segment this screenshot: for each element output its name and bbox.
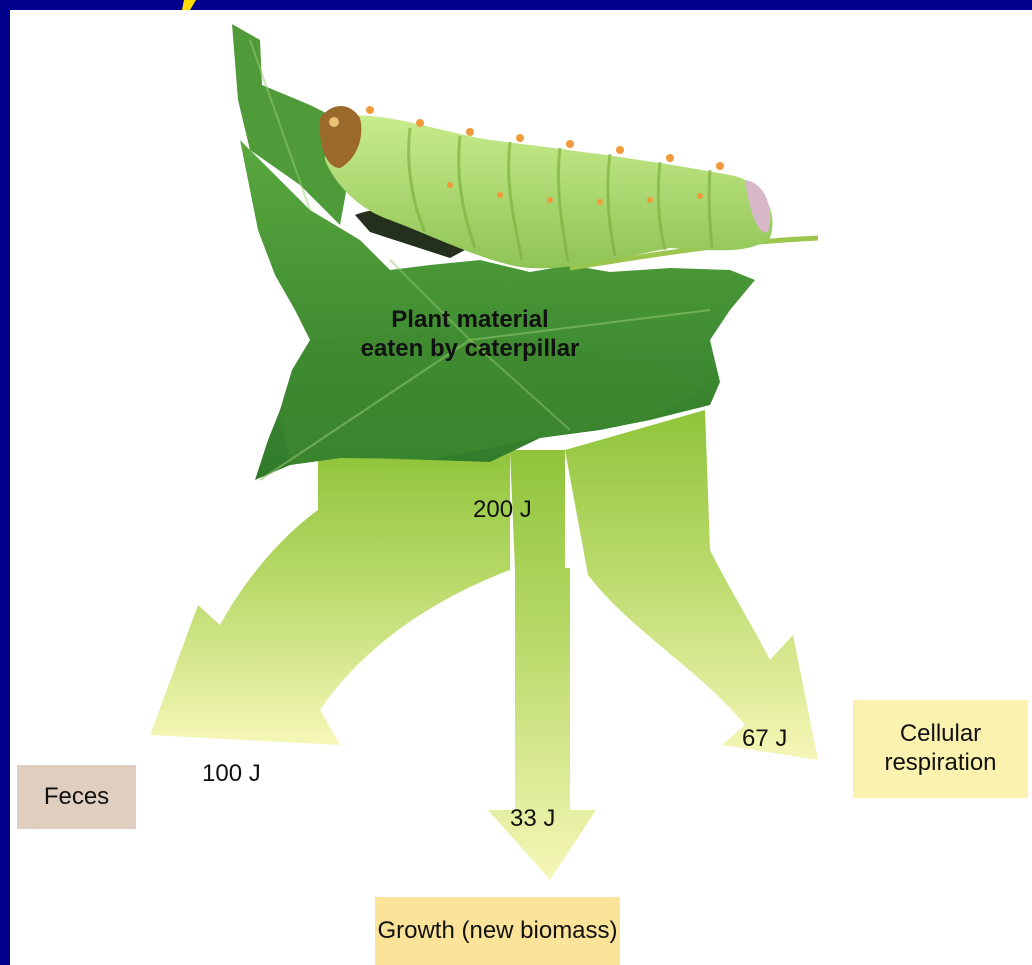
feces-arrow [150,450,510,745]
source-label-line-2: eaten by caterpillar [340,335,600,364]
growth-label: Growth (new biomass) [377,917,617,946]
respiration-box: Cellular respiration [853,700,1028,798]
input-energy-value: 200 J [473,496,532,525]
flow-arrows [150,410,818,880]
respiration-label: Cellular respiration [866,720,1016,778]
respiration-arrow [565,410,818,760]
title-accent [180,0,220,12]
respiration-energy-value: 67 J [742,725,787,754]
source-label: Plant material eaten by caterpillar [340,306,600,364]
growth-energy-value: 33 J [510,805,555,834]
feces-box: Feces [17,765,136,829]
feces-label: Feces [44,783,109,812]
source-label-line-1: Plant material [340,306,600,335]
feces-energy-value: 100 J [202,760,261,789]
diagram-panel: Plant material eaten by caterpillar 200 … [10,10,1032,965]
growth-box: Growth (new biomass) [375,897,620,965]
caterpillar-illustration [320,106,818,268]
